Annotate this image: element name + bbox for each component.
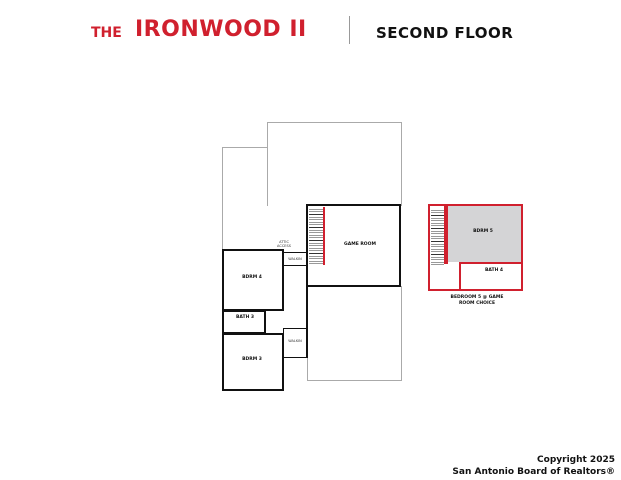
bath3-label: BATH 3 bbox=[235, 315, 255, 320]
bdrm4-label: BDRM 4 bbox=[242, 275, 262, 280]
floor-title: SECOND FLOOR bbox=[376, 24, 514, 42]
bath4-label: BATH 4 bbox=[484, 268, 504, 273]
walkin-closet-2 bbox=[283, 328, 307, 358]
bdrm5-label: BDRM 5 bbox=[473, 229, 493, 234]
walkin-closet-1 bbox=[283, 252, 307, 266]
copyright-owner: San Antonio Board of Realtors® bbox=[452, 467, 615, 477]
option-staircase bbox=[431, 208, 444, 266]
option-stair-rail bbox=[444, 204, 448, 264]
title-divider bbox=[349, 16, 350, 44]
walkin-label-1: WALKIN bbox=[288, 257, 302, 261]
stair-rail bbox=[323, 207, 325, 265]
staircase bbox=[309, 207, 323, 265]
walkin-label-2: WALKIN bbox=[288, 339, 302, 343]
bdrm5-fill bbox=[446, 206, 521, 262]
roof-outline-upper bbox=[267, 122, 402, 206]
option-caption: BEDROOM 5 @ GAME ROOM CHOICE bbox=[450, 295, 504, 306]
roof-outline-lower bbox=[307, 286, 402, 381]
title-prefix: THE bbox=[91, 25, 122, 41]
attic-access-label: ATTIC ACCESS bbox=[277, 240, 291, 248]
bath3 bbox=[222, 310, 266, 334]
hall-wall bbox=[306, 286, 308, 358]
roof-outline-left bbox=[222, 147, 268, 251]
bath4 bbox=[459, 262, 523, 291]
game-room-label: GAME ROOM bbox=[344, 242, 376, 247]
copyright: Copyright 2025 bbox=[537, 455, 615, 465]
game-room bbox=[306, 204, 401, 287]
plan-name: IRONWOOD II bbox=[135, 17, 307, 42]
bdrm3 bbox=[222, 333, 284, 391]
bdrm4 bbox=[222, 249, 284, 311]
bdrm3-label: BDRM 3 bbox=[242, 357, 262, 362]
